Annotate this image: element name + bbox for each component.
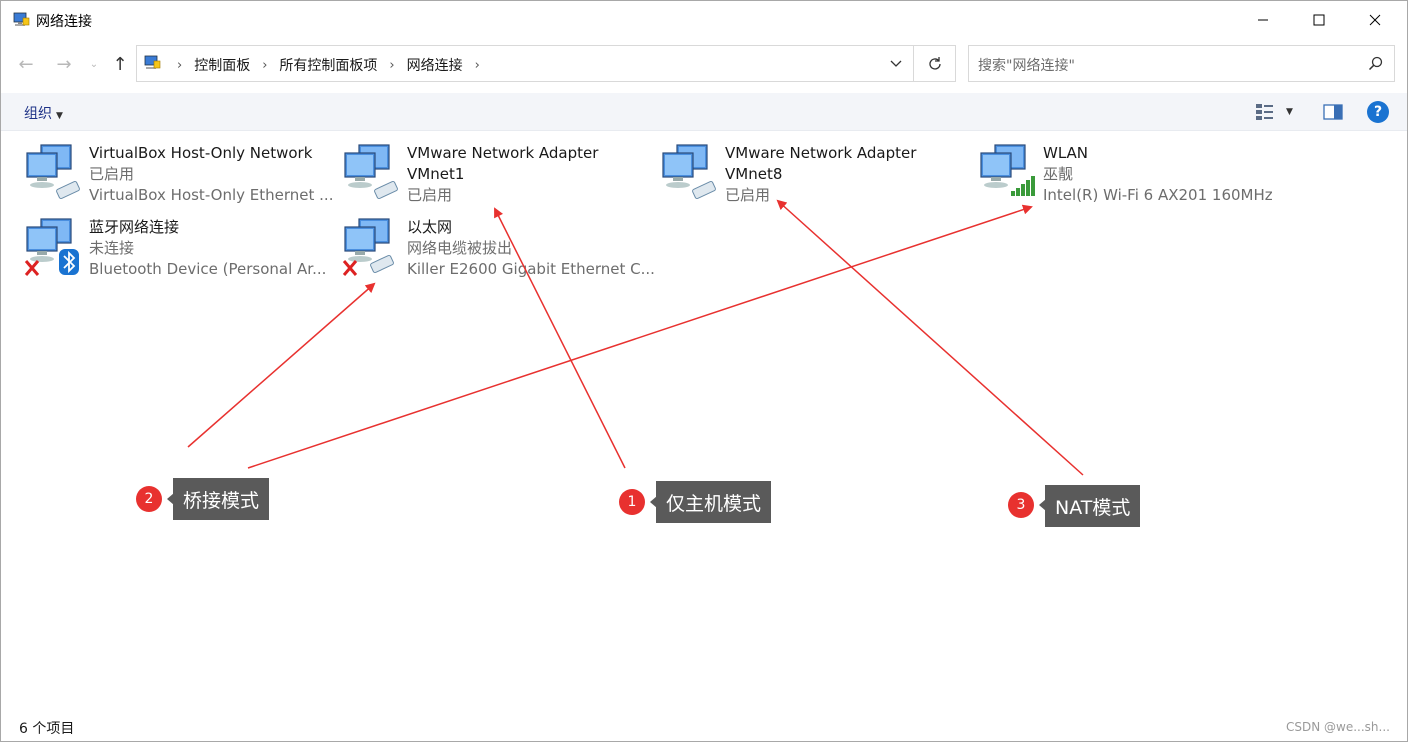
crumb-all-items[interactable]: 所有控制面板项 (279, 58, 378, 74)
arrow-bridged-to-ethernet (187, 282, 376, 448)
chevron-down-icon (890, 60, 902, 67)
bluetooth-icon (59, 249, 79, 275)
up-button[interactable]: ↑ (107, 51, 133, 77)
item-device: Bluetooth Device (Personal Ar... (89, 260, 327, 278)
address-history-button[interactable] (879, 46, 913, 81)
watermark-text: CSDN @we...sh... (1286, 720, 1390, 734)
network-adapter-icon (342, 218, 394, 276)
organize-menu[interactable]: 组织 ▼ (24, 103, 63, 123)
chevron-down-icon: ⌄ (89, 58, 99, 70)
chevron-right-icon: › (262, 57, 268, 73)
network-adapter-icon (24, 218, 79, 276)
item-status: 巫靓 (1043, 165, 1074, 183)
item-status: 网络电缆被拔出 (407, 239, 513, 257)
network-adapter-icon (26, 144, 80, 200)
item-name: VMware Network Adapter (407, 144, 599, 162)
search-input[interactable]: 搜索"网络连接" (978, 58, 1075, 74)
breadcrumb: › 控制面板 › 所有控制面板项 › 网络连接 › (167, 55, 490, 75)
preview-pane-icon[interactable] (1323, 103, 1343, 121)
item-device: VirtualBox Host-Only Ethernet ... (89, 186, 334, 204)
item-name: VirtualBox Host-Only Network (89, 144, 313, 162)
annotation-label-hostonly: 仅主机模式 (656, 481, 772, 523)
annotation-badge-2: 2 (136, 486, 162, 512)
status-item-count: 6 个项目 (19, 721, 75, 737)
chevron-right-icon: › (474, 57, 480, 73)
network-adapter-icon (980, 144, 1035, 196)
chevron-right-icon: › (389, 57, 395, 73)
item-name: 蓝牙网络连接 (89, 218, 180, 236)
minimize-button[interactable] (1237, 1, 1289, 39)
item-status: 已启用 (89, 165, 135, 183)
connection-item-bluetooth[interactable]: 蓝牙网络连接 未连接 Bluetooth Device (Personal Ar… (23, 217, 333, 287)
search-box[interactable]: 搜索"网络连接" (968, 45, 1395, 82)
item-name-line2: VMnet8 (725, 165, 783, 183)
back-button[interactable]: ← (13, 51, 39, 77)
connection-item-ethernet[interactable]: 以太网 网络电缆被拔出 Killer E2600 Gigabit Etherne… (341, 217, 655, 287)
item-status: 未连接 (89, 239, 135, 257)
label-pointer (1039, 499, 1046, 511)
network-cable-icon (374, 180, 398, 200)
refresh-button[interactable] (913, 46, 955, 81)
connection-item-vmnet1[interactable]: VMware Network Adapter VMnet1 已启用 (341, 143, 651, 213)
annotation-badge-1: 1 (619, 489, 645, 515)
item-name: 以太网 (407, 218, 453, 236)
organize-label: 组织 (24, 106, 52, 122)
close-icon (1369, 14, 1381, 26)
disconnected-x-icon (342, 260, 358, 276)
network-cable-icon (692, 180, 716, 200)
control-panel-icon (144, 55, 161, 69)
search-icon[interactable] (1368, 56, 1384, 72)
address-bar[interactable]: › 控制面板 › 所有控制面板项 › 网络连接 › (136, 45, 956, 82)
crumb-network-connections[interactable]: 网络连接 (406, 58, 463, 74)
item-status: 已启用 (725, 186, 771, 204)
change-view-icon[interactable] (1255, 103, 1275, 121)
wifi-signal-icon (1011, 176, 1035, 196)
item-name: VMware Network Adapter (725, 144, 917, 162)
annotation-badge-3: 3 (1008, 492, 1034, 518)
forward-button[interactable]: → (51, 51, 77, 77)
item-status: 已启用 (407, 186, 453, 204)
help-icon: ? (1373, 104, 1383, 120)
window-title: 网络连接 (36, 14, 92, 30)
view-options-caret-icon[interactable]: ▼ (1286, 107, 1293, 117)
network-adapter-icon (344, 144, 398, 200)
label-pointer (167, 493, 174, 505)
title-bar: 网络连接 (1, 1, 1407, 39)
help-button[interactable]: ? (1367, 101, 1389, 123)
connection-item-vmnet8[interactable]: VMware Network Adapter VMnet8 已启用 (659, 143, 969, 213)
arrow-nat-to-vmnet8 (776, 199, 1084, 476)
connection-item-virtualbox[interactable]: VirtualBox Host-Only Network 已启用 Virtual… (23, 143, 333, 213)
maximize-button[interactable] (1293, 1, 1345, 39)
network-cable-icon (370, 254, 394, 274)
network-connections-icon (13, 12, 30, 26)
label-pointer (650, 496, 657, 508)
close-button[interactable] (1349, 1, 1401, 39)
caret-down-icon: ▼ (56, 111, 63, 121)
item-device: Intel(R) Wi-Fi 6 AX201 160MHz (1043, 186, 1273, 204)
network-cable-icon (56, 180, 80, 200)
recent-locations-button[interactable]: ⌄ (85, 51, 103, 77)
item-name: WLAN (1043, 144, 1089, 162)
disconnected-x-icon (24, 260, 40, 276)
arrow-up-icon: ↑ (112, 53, 128, 75)
connection-item-wlan[interactable]: WLAN 巫靓 Intel(R) Wi-Fi 6 AX201 160MHz (977, 143, 1287, 213)
crumb-control-panel[interactable]: 控制面板 (194, 58, 251, 74)
item-name-line2: VMnet1 (407, 165, 465, 183)
command-bar: 组织 ▼ ▼ ? (1, 93, 1407, 131)
network-adapter-icon (662, 144, 716, 200)
annotation-label-bridged: 桥接模式 (173, 478, 270, 520)
arrow-right-icon: → (56, 53, 72, 75)
maximize-icon (1313, 14, 1325, 26)
minimize-icon (1258, 19, 1268, 21)
item-device: Killer E2600 Gigabit Ethernet C... (407, 260, 655, 278)
chevron-right-icon: › (177, 57, 183, 73)
arrow-left-icon: ← (18, 53, 34, 75)
annotation-label-nat: NAT模式 (1045, 485, 1141, 527)
refresh-icon (928, 56, 941, 70)
